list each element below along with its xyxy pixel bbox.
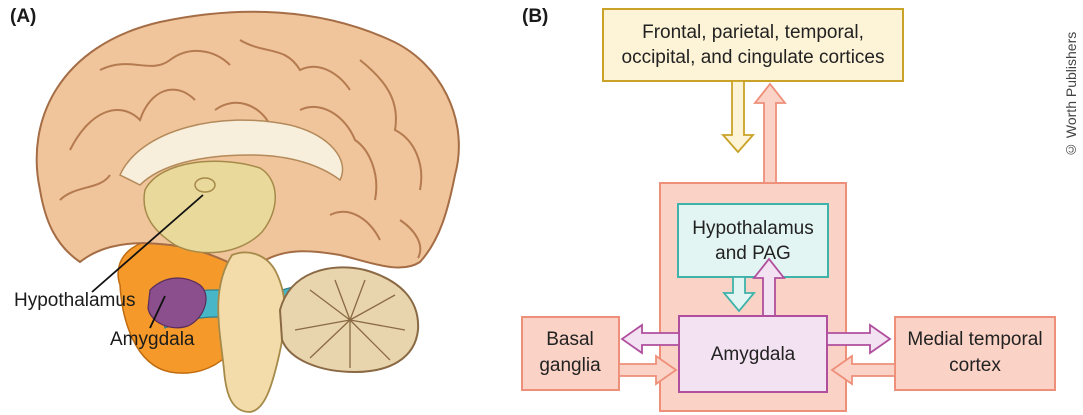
diencephalon	[143, 160, 276, 254]
arrow-amygdala-to-basal-ganglia	[620, 323, 680, 355]
cerebellum-folia	[294, 279, 406, 368]
flow-diagram: Frontal, parietal, temporal, occipital, …	[521, 8, 1056, 412]
arrow-cortices-to-limbic	[721, 80, 755, 154]
medial-temporal-label-line2: cortex	[949, 355, 1001, 376]
brain-illustration: Hypothalamus Amygdala	[14, 10, 460, 413]
amygdala-annotation: Amygdala	[110, 329, 195, 350]
medial-temporal-label-line1: Medial temporal	[907, 329, 1042, 350]
arrow-amygdala-to-medial-temporal	[826, 323, 892, 355]
basal-ganglia-box	[521, 316, 620, 391]
basal-ganglia-label-line1: Basal	[546, 329, 594, 350]
hypothalamus-label-line1: Hypothalamus	[692, 218, 813, 239]
arrow-hypothalamus-to-amygdala	[722, 276, 756, 313]
gyri-lines	[59, 39, 423, 259]
arrow-medial-temporal-to-amygdala	[830, 354, 896, 386]
cortices-label-line2: occipital, and cingulate cortices	[622, 47, 885, 68]
basal-ganglia-label-line2: ganglia	[539, 355, 601, 376]
medial-temporal-box	[894, 316, 1056, 391]
cortices-label-line1: Frontal, parietal, temporal,	[642, 22, 864, 43]
panel-b-label: (B)	[522, 6, 549, 27]
amygdala-label: Amygdala	[711, 344, 796, 365]
arrow-limbic-to-cortices	[753, 82, 787, 184]
panel-a-label: (A)	[10, 6, 37, 27]
hypothalamus-pag-box	[677, 203, 829, 278]
brainstem	[217, 251, 286, 413]
hypothalamus-annotation: Hypothalamus	[14, 290, 135, 311]
cortices-box	[602, 8, 904, 82]
hypothalamus-label-line2: and PAG	[715, 243, 791, 264]
corpus-callosum	[119, 119, 344, 186]
amygdala-box	[678, 315, 828, 393]
arrow-basal-ganglia-to-amygdala	[618, 354, 678, 386]
amygdala-structure	[147, 277, 207, 329]
arrow-amygdala-to-hypothalamus	[752, 257, 786, 317]
